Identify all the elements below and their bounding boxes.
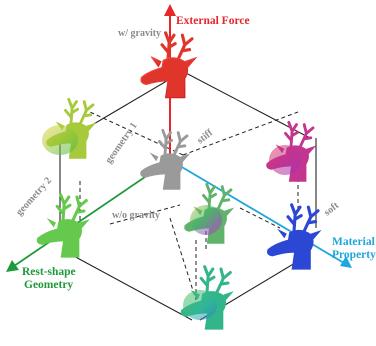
geometry-1-label: geometry 1 bbox=[103, 121, 139, 166]
edge-bottom-left bbox=[70, 254, 192, 320]
with-gravity-label: w/ gravity bbox=[118, 28, 161, 39]
left-color-overlay bbox=[42, 125, 78, 155]
deer-head-center-icon bbox=[140, 130, 190, 189]
geometry-2-label: geometry 2 bbox=[14, 175, 54, 218]
cube-edges bbox=[60, 72, 316, 320]
without-gravity-label: w/o gravity bbox=[112, 210, 160, 221]
deer-head-bottom-left-icon bbox=[37, 195, 90, 258]
soft-label: soft bbox=[322, 200, 342, 219]
front-color-overlay bbox=[190, 205, 222, 235]
material-property-label-line1: Material bbox=[332, 236, 375, 248]
deer-head-top-icon bbox=[141, 33, 196, 98]
dashed-cube-edges bbox=[80, 112, 298, 300]
rest-shape-geometry-label-line2: Geometry bbox=[24, 279, 73, 291]
right-color-overlay bbox=[269, 145, 301, 175]
rest-shape-geometry-label-line1: Rest-shape bbox=[22, 266, 76, 278]
material-property-label-line2: Property bbox=[332, 249, 376, 261]
dashed-edge-front-right bbox=[240, 208, 280, 228]
bottom-color-overlay bbox=[183, 290, 217, 320]
external-force-label: External Force bbox=[176, 15, 250, 27]
deer-head-bottom-right-icon bbox=[267, 205, 322, 270]
